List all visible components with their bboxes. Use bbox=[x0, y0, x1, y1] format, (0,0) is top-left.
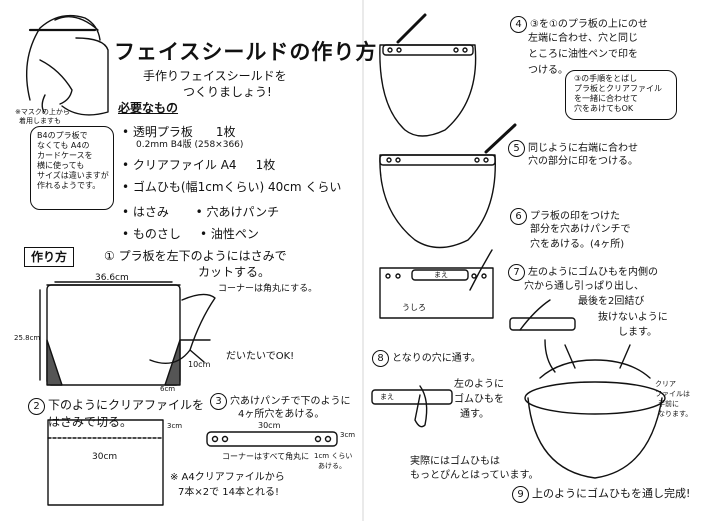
step7-line-4: 抜けないように bbox=[598, 312, 668, 323]
step7-line-3: 最後を2回結び bbox=[578, 296, 645, 307]
material-item-4: • ゴムひも(幅1cmくらい) 40cm くらい bbox=[122, 180, 342, 194]
step4-tip-box: ③の手順をとばし プラ板とクリアファイル を一緒に合わせて 穴をあけてもOK bbox=[565, 70, 677, 120]
step9-clear-note-2: ファイルは bbox=[655, 390, 690, 398]
materials-heading: 必要なもの bbox=[118, 101, 179, 115]
materials-note-box: B4のプラ板で なくても A4の カードケースを 横に使っても サイズは違います… bbox=[30, 126, 114, 210]
materials-note-line-4: 横に使っても bbox=[37, 161, 85, 170]
step7-diagram bbox=[379, 249, 576, 373]
step2-30cm-dim: 30cm bbox=[92, 452, 118, 462]
step1-line-1: ① プラ板を左下のようにはさみで bbox=[104, 249, 287, 263]
subtitle-line-1: 手作りフェイスシールドを bbox=[143, 69, 287, 83]
step4-tip-line-1: ③の手順をとばし bbox=[574, 74, 638, 83]
step9-number: 9 bbox=[512, 486, 529, 503]
step2-line-2: はさみで切る。 bbox=[48, 415, 133, 429]
step6-line-2: 部分を穴あけパンチで bbox=[530, 224, 631, 235]
step8-number: 8 bbox=[372, 350, 389, 367]
step5-number: 5 bbox=[508, 140, 525, 157]
step1-corner-note: コーナーは角丸にする。 bbox=[218, 284, 318, 294]
step5-diagram bbox=[379, 123, 517, 249]
step2-number: 2 bbox=[28, 398, 45, 415]
material-item-5: • はさみ • 穴あけパンチ bbox=[122, 205, 280, 219]
step8-note-1: 左のように bbox=[454, 379, 504, 390]
step3-3cm-dim: 3cm bbox=[340, 431, 356, 439]
step4-number: 4 bbox=[510, 16, 527, 33]
step8-note-3: 通す。 bbox=[460, 409, 489, 420]
step6-number: 6 bbox=[510, 208, 527, 225]
step5-line-2: 穴の部分に印をつける。 bbox=[528, 156, 638, 167]
step7-back-label: うしろ bbox=[402, 303, 426, 312]
mask-note-line-1: ※マスクの上から bbox=[15, 108, 70, 116]
step3-a4-note-2: 7本×2で 14本とれる! bbox=[178, 487, 280, 498]
step7-front-label: まえ bbox=[434, 271, 448, 279]
material-item-6: • ものさし • 油性ペン bbox=[122, 227, 259, 241]
step3-corner-note: コーナーはすべて角丸に bbox=[222, 452, 310, 461]
step1-6cm-dim: 6cm bbox=[160, 385, 176, 393]
mask-note-line-2: 着用しますも bbox=[19, 117, 61, 125]
step1-diagram bbox=[39, 281, 216, 386]
step4-line-3: ところに油性ペンで印を bbox=[528, 49, 638, 60]
step4-line-2: 左端に合わせ、穴と同じ bbox=[528, 33, 638, 44]
step9-diagram bbox=[524, 344, 666, 479]
subtitle-line-2: つくりましょう! bbox=[183, 85, 272, 99]
step1-line-2: カットする。 bbox=[198, 265, 271, 279]
materials-note-line-5: サイズは違いますが bbox=[37, 171, 109, 180]
material-item-2: 0.2mm B4版 (258×366) bbox=[136, 140, 244, 150]
materials-note-line-6: 作れるようです。 bbox=[37, 181, 101, 190]
step8-front-label: まえ bbox=[380, 393, 394, 401]
step3-30cm-dim: 30cm bbox=[258, 421, 281, 430]
page-title: フェイスシールドの作り方 bbox=[114, 40, 378, 64]
materials-note-line-2: なくても A4の bbox=[37, 141, 90, 150]
material-item-3: • クリアファイル A4 1枚 bbox=[122, 158, 276, 172]
step4-tip-line-4: 穴をあけてもOK bbox=[574, 104, 634, 113]
step1-10cm-dim: 10cm bbox=[188, 360, 211, 369]
face-shield-illustration bbox=[25, 14, 109, 116]
step4-line-4: つける。 bbox=[528, 65, 568, 76]
step3-a4-note-1: ※ A4クリアファイルから bbox=[170, 472, 285, 483]
step1-height-dim: 25.8cm bbox=[14, 334, 41, 342]
step6-line-3: 穴をあける。(4ヶ所) bbox=[530, 239, 625, 250]
step3-diagram bbox=[206, 431, 338, 447]
step3-line-2: 4ヶ所穴をあける。 bbox=[238, 409, 325, 420]
material-item-1: • 透明プラ板 1枚 bbox=[122, 125, 236, 139]
step3-number: 3 bbox=[210, 393, 227, 410]
step7-line-2: 穴から通し引っぱり出し、 bbox=[524, 281, 644, 292]
step2-diagram bbox=[47, 419, 164, 506]
step9-clear-note-4: なります。 bbox=[658, 410, 693, 418]
step4-diagram bbox=[379, 13, 477, 137]
step8-note-2: ゴムひもを bbox=[454, 394, 504, 405]
step2-3cm-dim: 3cm bbox=[167, 422, 183, 430]
materials-note-line-3: カードケースを bbox=[37, 151, 93, 160]
step8-diagram bbox=[371, 385, 453, 428]
step9-note-2: もっとぴんとはっています。 bbox=[410, 470, 539, 481]
step7-number: 7 bbox=[508, 264, 525, 281]
step3-hole-note-1: 1cm くらい bbox=[314, 452, 353, 460]
step9-clear-note-1: クリア bbox=[655, 380, 676, 388]
step4-tip-line-2: プラ板とクリアファイル bbox=[574, 84, 662, 93]
step4-tip-line-3: を一緒に合わせて bbox=[574, 94, 638, 103]
howto-heading: 作り方 bbox=[24, 247, 75, 267]
step9-clear-note-3: 手前に bbox=[658, 400, 679, 408]
step3-hole-note-2: あける。 bbox=[318, 462, 346, 470]
step1-width-dim: 36.6cm bbox=[95, 273, 129, 283]
materials-note-line-1: B4のプラ板で bbox=[37, 131, 88, 140]
step7-line-5: します。 bbox=[618, 327, 657, 338]
step9-note-1: 実際にはゴムひもは bbox=[410, 456, 500, 467]
approx-ok-note: だいたいでOK! bbox=[226, 351, 295, 362]
